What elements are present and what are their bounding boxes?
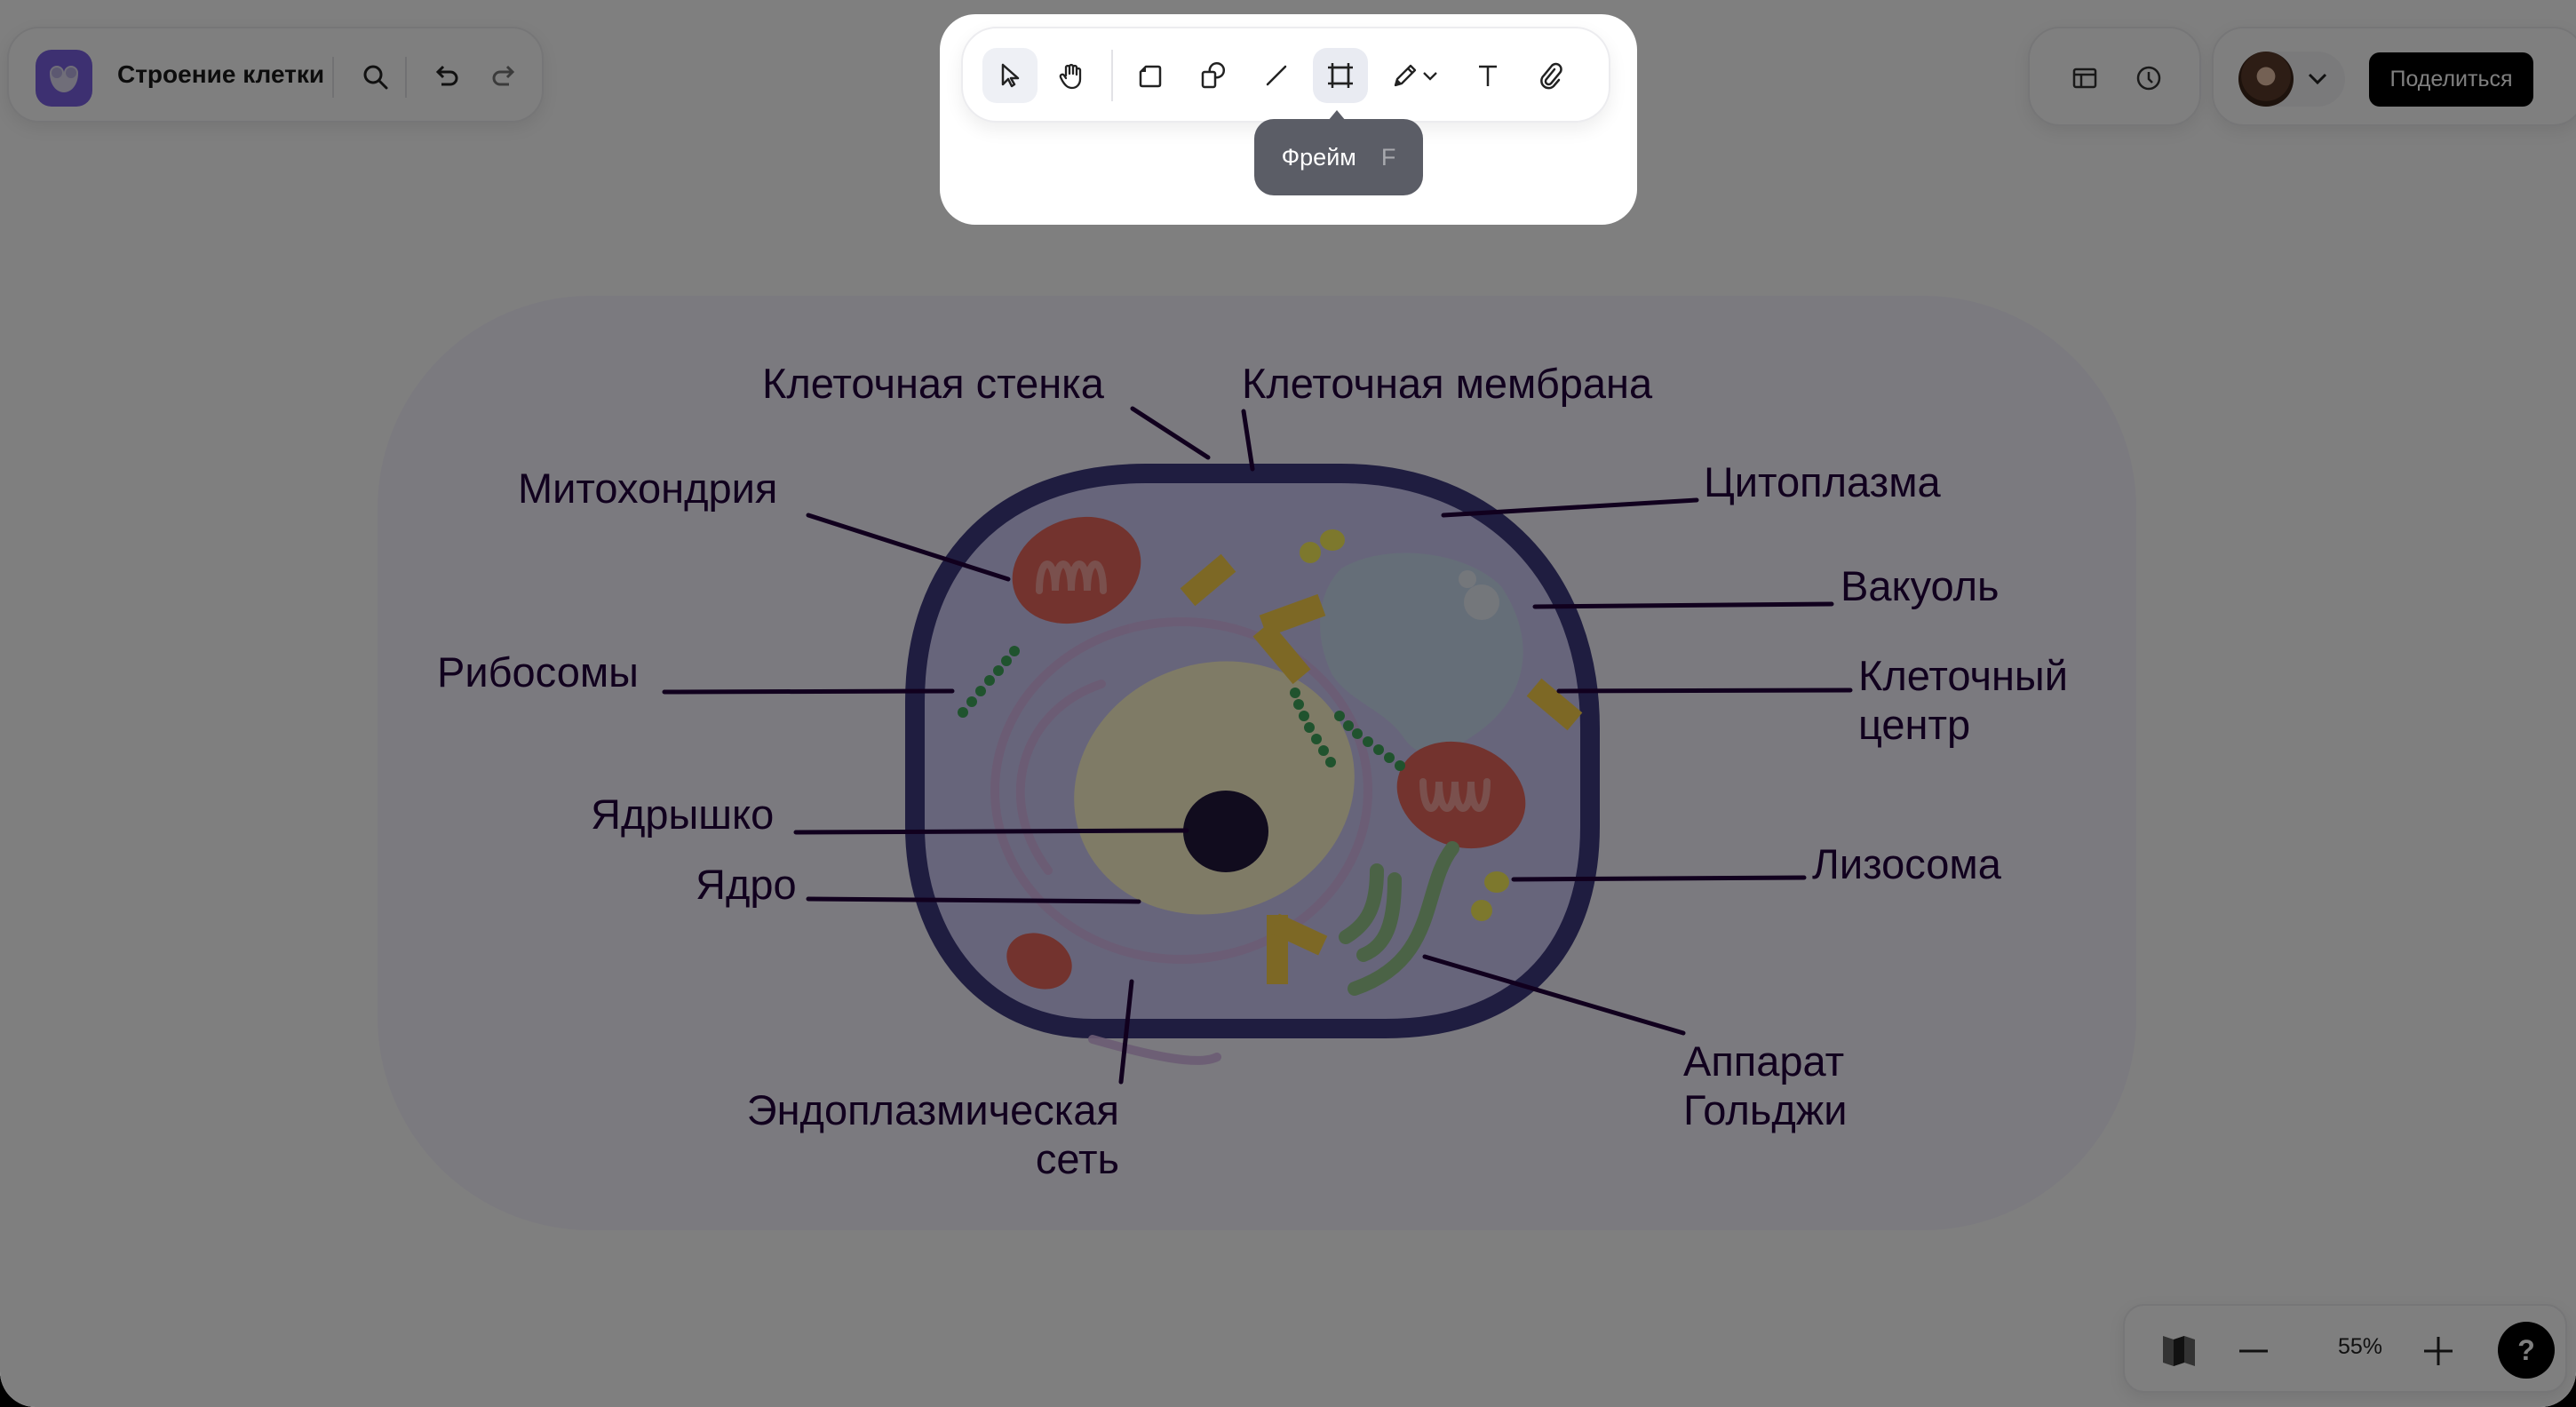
golgi-shapes: [1339, 841, 1459, 996]
board-header-panel: Строение клетки: [7, 27, 544, 123]
tool-frame[interactable]: [1313, 48, 1368, 103]
label-golgi-line1: Аппарат: [1683, 1037, 1845, 1085]
share-button[interactable]: Поделиться: [2369, 52, 2533, 107]
line-icon: [1266, 65, 1287, 86]
zoom-in-button[interactable]: [2418, 1331, 2459, 1371]
sticky-note-icon: [1139, 65, 1162, 88]
leader-lines: [662, 406, 1853, 1085]
layout-button[interactable]: [2065, 59, 2104, 98]
help-button[interactable]: ?: [2498, 1322, 2555, 1379]
mitochondria-shapes: [1006, 516, 1526, 990]
paperclip-icon: [1540, 62, 1562, 90]
divider: [405, 57, 407, 98]
redo-icon: [492, 65, 515, 86]
hand-icon: [1059, 63, 1082, 90]
search-icon: [363, 65, 388, 90]
label-cell-membrane[interactable]: Клеточная мембрана: [1242, 360, 1653, 407]
tool-pen[interactable]: [1377, 48, 1453, 103]
zoom-level[interactable]: 55%: [2337, 1334, 2383, 1359]
label-golgi[interactable]: Аппарат Гольджи: [1683, 1037, 1847, 1134]
divider: [1111, 50, 1113, 101]
label-mitochondria[interactable]: Митохондрия: [518, 465, 778, 512]
shapes-icon: [1201, 61, 1226, 89]
share-panel: Поделиться: [2212, 27, 2576, 126]
label-cell-wall[interactable]: Клеточная стенка: [762, 360, 1104, 407]
tool-shapes[interactable]: [1187, 48, 1242, 103]
frame-icon: [1328, 63, 1353, 88]
tool-attach[interactable]: [1524, 48, 1579, 103]
zoom-controls-panel: 55% ?: [2123, 1304, 2567, 1393]
tool-hand[interactable]: [1045, 48, 1100, 103]
label-centrosome-line2: центр: [1858, 701, 1971, 748]
chevron-down-icon[interactable]: [1420, 66, 1440, 85]
label-nucleolus[interactable]: Ядрышко: [591, 791, 775, 838]
label-er-line1: Эндоплазмическая: [746, 1086, 1119, 1133]
avatar[interactable]: [2238, 52, 2294, 107]
minimap-button[interactable]: [2159, 1331, 2199, 1371]
centrosome-shapes: [1180, 553, 1583, 984]
label-ribosomes[interactable]: Рибосомы: [437, 648, 639, 696]
undo-button[interactable]: [426, 57, 467, 98]
tooltip-label: Фрейм: [1281, 143, 1356, 171]
nucleus-shape: [1074, 661, 1355, 915]
label-lysosome[interactable]: Лизосома: [1812, 840, 2001, 887]
label-nucleus[interactable]: Ядро: [696, 861, 797, 908]
label-er-line2: сеть: [1035, 1135, 1119, 1182]
map-icon: [2163, 1336, 2195, 1366]
frame-tooltip: Фрейм F: [1254, 110, 1423, 195]
history-button[interactable]: [2129, 59, 2168, 98]
label-golgi-line2: Гольджи: [1683, 1086, 1848, 1133]
label-vacuole[interactable]: Вакуоль: [1841, 562, 2000, 609]
layout-icon: [2072, 68, 2097, 89]
label-cytoplasm[interactable]: Цитоплазма: [1704, 458, 1941, 505]
main-toolbar: [961, 27, 1610, 123]
zoom-in-icon: [2424, 1337, 2453, 1365]
undo-icon: [435, 65, 458, 86]
pencil-icon: [1394, 64, 1417, 87]
zoom-out-button[interactable]: [2233, 1331, 2274, 1371]
history-clock-icon: [2136, 66, 2161, 91]
divider: [332, 57, 334, 98]
nucleolus-shape: [1183, 791, 1268, 872]
search-button[interactable]: [355, 57, 396, 98]
view-options-panel: [2028, 27, 2201, 126]
tool-text[interactable]: [1460, 48, 1515, 103]
label-centrosome[interactable]: Клеточный центр: [1858, 651, 2068, 749]
logo-icon[interactable]: [36, 50, 92, 107]
user-menu[interactable]: [2238, 52, 2345, 107]
label-centrosome-line1: Клеточный: [1858, 652, 2068, 699]
chevron-down-icon: [2308, 73, 2327, 85]
label-endoplasmic-reticulum[interactable]: Эндоплазмическая сеть: [711, 1085, 1119, 1183]
ribosome-shapes: [958, 646, 1405, 771]
board-title[interactable]: Строение клетки: [117, 60, 325, 88]
tool-select[interactable]: [982, 48, 1038, 103]
cursor-icon: [1001, 63, 1020, 88]
zoom-out-icon: [2239, 1349, 2268, 1353]
tooltip-shortcut: F: [1380, 143, 1396, 171]
redo-button[interactable]: [483, 57, 524, 98]
text-icon: [1479, 65, 1497, 86]
tool-line[interactable]: [1249, 48, 1304, 103]
lysosome-shapes: [1300, 529, 1509, 921]
tool-sticky-note[interactable]: [1123, 48, 1178, 103]
